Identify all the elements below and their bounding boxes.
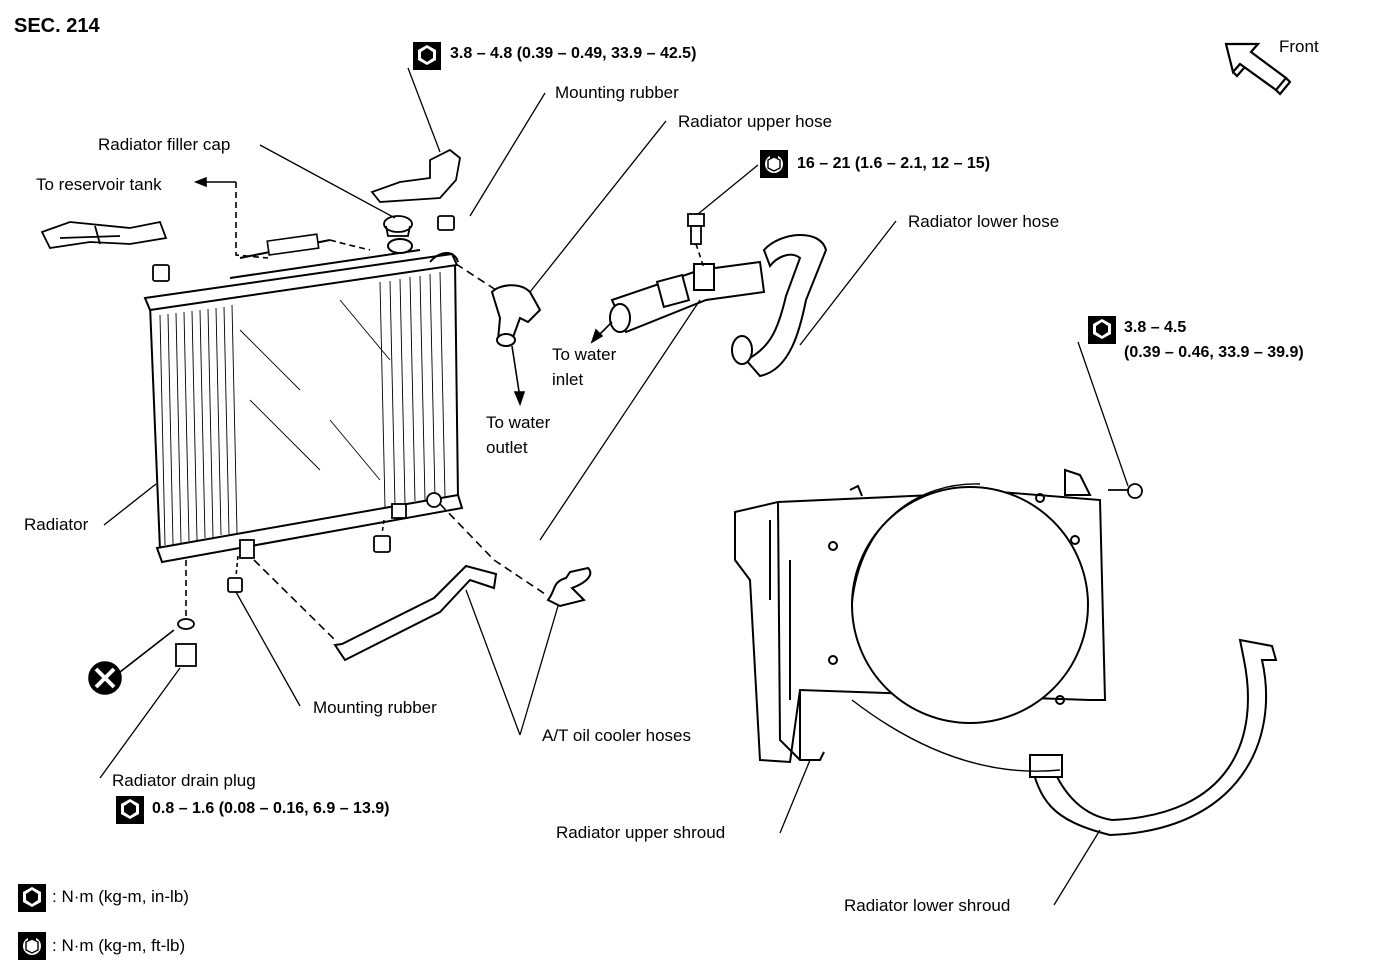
radiator-lower-hose [731,234,828,378]
label-radiator-lower-shroud: Radiator lower shroud [844,896,1011,915]
torque-shroud-bolt-line2: (0.39 – 0.46, 33.9 – 39.9) [1124,344,1304,361]
legend-nm-inlb: : N·m (kg-m, in-lb) [52,887,189,906]
legend-nm-ftlb: : N·m (kg-m, ft-lb) [52,936,186,955]
label-radiator-drain-plug: Radiator drain plug [112,771,256,790]
hose-bracket-bolt [687,213,705,245]
torque-icon-upper-hose [760,150,788,178]
mounting-bracket-left [40,220,170,282]
torque-shroud-bolt-line1: 3.8 – 4.5 [1124,319,1187,336]
label-radiator: Radiator [24,515,89,534]
label-to-reservoir-tank: To reservoir tank [36,175,162,194]
label-at-oil-cooler-hoses: A/T oil cooler hoses [542,726,691,745]
torque-nm-inlb-icon [18,884,46,912]
label-mounting-rubber-top: Mounting rubber [555,83,679,102]
do-not-reuse-icon [88,661,122,695]
label-to-water-outlet-line1: To water [486,413,551,432]
radiator-upper-hose [609,260,766,334]
label-radiator-lower-hose: Radiator lower hose [908,212,1060,231]
label-to-water-inlet-line1: To water [552,345,617,364]
radiator-filler-cap [383,215,413,237]
radiator-upper-shroud [734,468,1107,764]
torque-upper-hose-bolt: 16 – 21 (1.6 – 2.1, 12 – 15) [797,155,991,172]
torque-icon-drain [116,796,144,824]
label-radiator-filler-cap: Radiator filler cap [98,135,231,154]
lower-fittings [175,492,442,667]
label-radiator-upper-hose: Radiator upper hose [678,112,833,131]
label-mounting-rubber-bottom: Mounting rubber [313,698,437,717]
front-arrow-icon [1224,42,1292,96]
label-to-water-outlet-line2: outlet [486,438,528,457]
leader-lines [99,67,1129,906]
torque-icon-top [413,42,441,70]
front-label: Front [1279,37,1319,56]
shroud-bolt [1108,483,1143,499]
torque-drain-plug: 0.8 – 1.6 (0.08 – 0.16, 6.9 – 13.9) [152,800,390,817]
label-radiator-upper-shroud: Radiator upper shroud [556,823,726,842]
at-oil-cooler-hoses [333,564,592,662]
torque-top-bracket: 3.8 – 4.8 (0.39 – 0.49, 33.9 – 42.5) [450,45,697,62]
mounting-bracket-right [370,148,461,231]
radiator-core [143,233,464,564]
section-number: SEC. 214 [14,15,100,37]
torque-icon-shroud [1088,316,1116,344]
water-outlet-hose [490,284,542,347]
torque-nm-ftlb-icon [18,932,46,960]
label-to-water-inlet-line2: inlet [552,370,584,389]
